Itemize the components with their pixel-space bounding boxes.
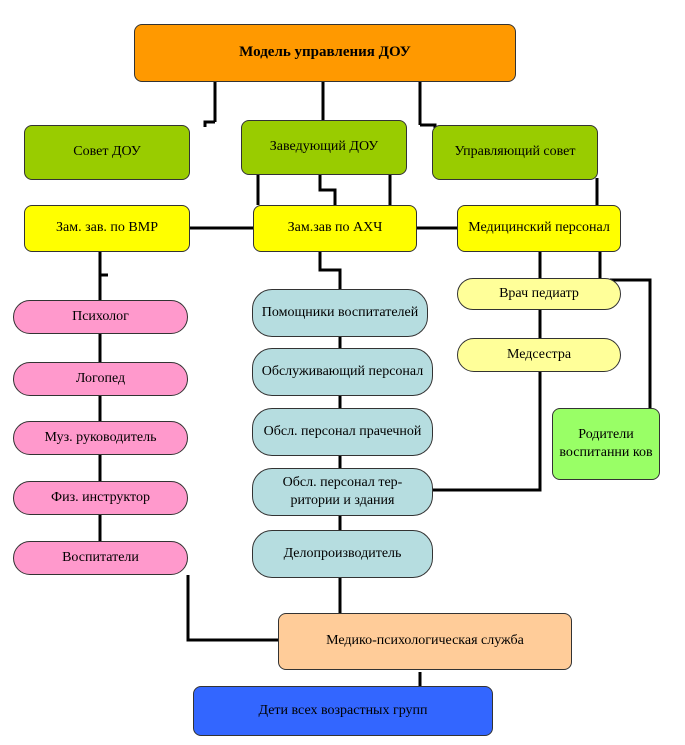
council-node: Совет ДОУ xyxy=(24,125,190,180)
nurse-node: Медсестра xyxy=(457,338,621,372)
assistants-node: Помощники воспитателей xyxy=(252,289,428,337)
psychologist-node: Психолог xyxy=(13,300,188,334)
board-node: Управляющий совет xyxy=(432,125,598,180)
parents-node: Родители воспитанни ков xyxy=(552,408,660,480)
clerk-node: Делопроизводитель xyxy=(252,530,433,578)
vmr-deputy-node: Зам. зав. по ВМР xyxy=(24,205,190,252)
medical-psychological-service-node: Медико-психологическая служба xyxy=(278,613,572,670)
teachers-node: Воспитатели xyxy=(13,541,188,575)
grounds-staff-node: Обсл. персонал тер-ритории и здания xyxy=(252,468,433,516)
children-node: Дети всех возрастных групп xyxy=(193,686,493,736)
ahch-deputy-node: Зам.зав по АХЧ xyxy=(253,205,417,252)
head-node: Заведующий ДОУ xyxy=(241,120,407,175)
music-director-node: Муз. руководитель xyxy=(13,421,188,455)
speech-therapist-node: Логопед xyxy=(13,362,188,396)
laundry-staff-node: Обсл. персонал прачечной xyxy=(252,408,433,456)
medical-staff-node: Медицинский персонал xyxy=(457,205,621,252)
page-title: Модель управления ДОУ xyxy=(134,24,516,82)
service-staff-node: Обслуживающий персонал xyxy=(252,348,433,396)
pediatrician-node: Врач педиатр xyxy=(457,278,621,310)
pe-instructor-node: Физ. инструктор xyxy=(13,481,188,515)
